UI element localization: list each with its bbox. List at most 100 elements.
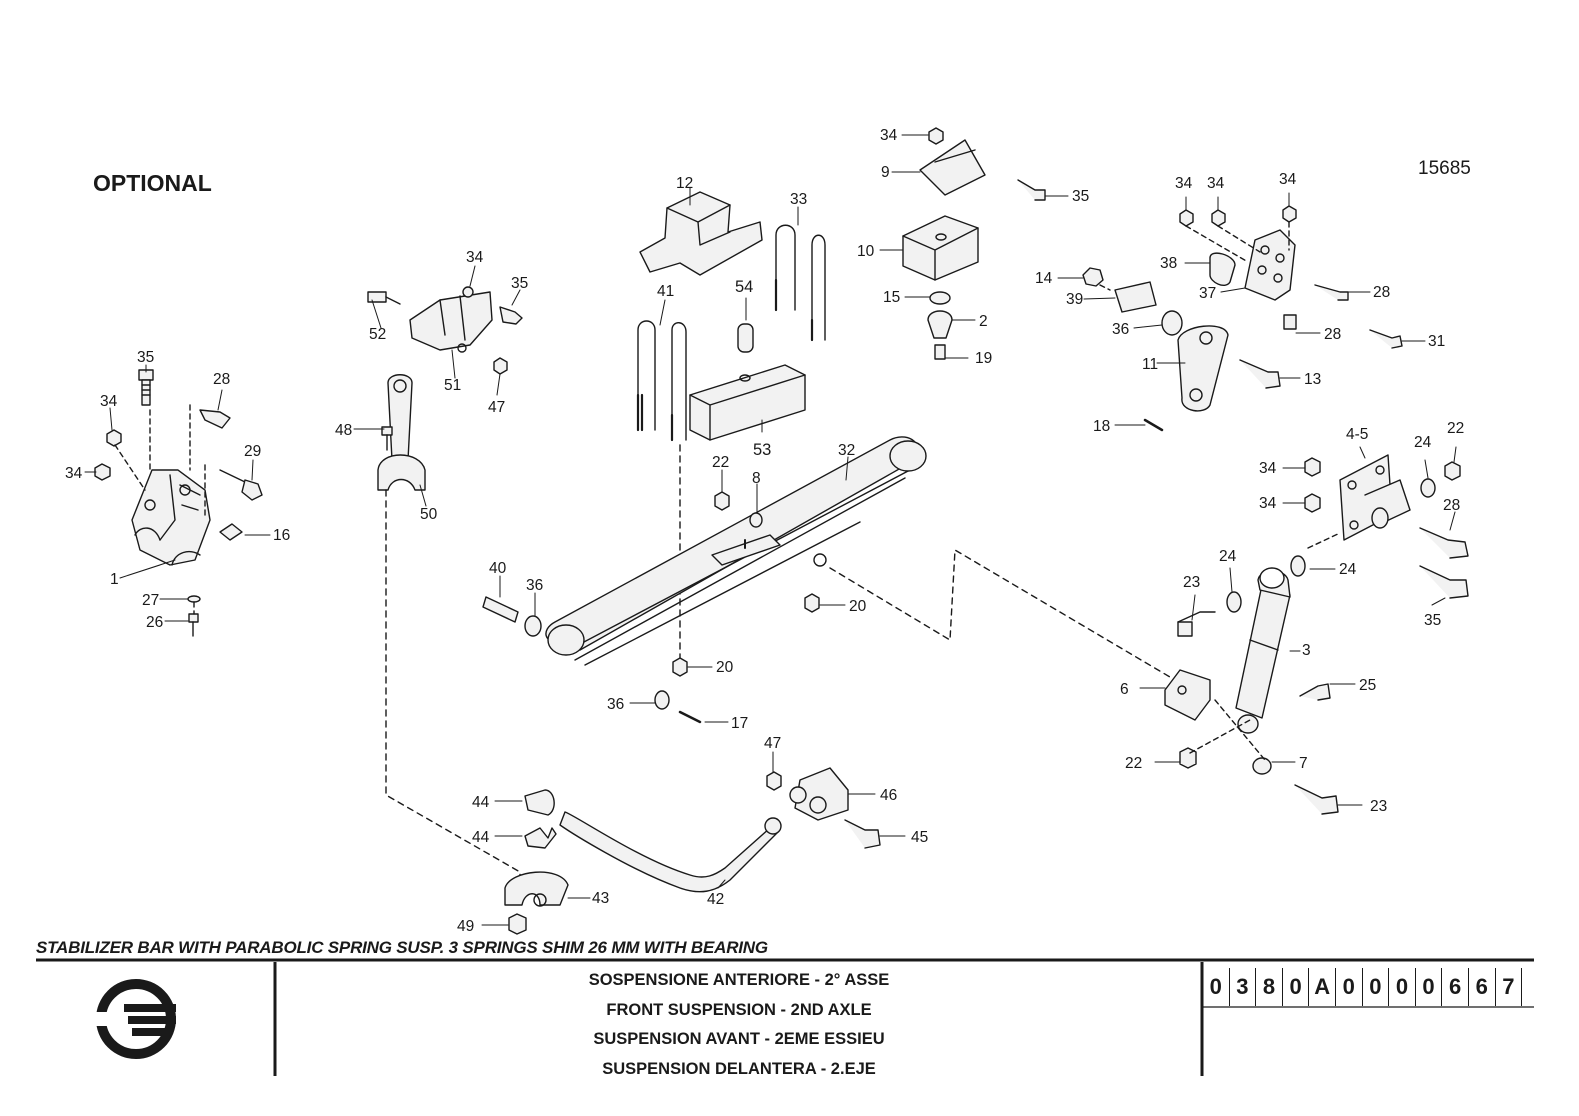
svg-text:54: 54	[735, 278, 753, 296]
svg-text:25: 25	[1359, 677, 1376, 694]
spacer-block-53	[689, 323, 806, 441]
svg-text:51: 51	[444, 377, 461, 394]
part-number-char: 0	[1202, 968, 1230, 1006]
svg-text:28: 28	[1373, 284, 1390, 301]
title-english: FRONT SUSPENSION - 2ND AXLE	[606, 1000, 872, 1019]
svg-text:34: 34	[466, 249, 484, 266]
svg-text:28: 28	[1443, 497, 1460, 514]
svg-text:24: 24	[1414, 434, 1432, 451]
svg-text:34: 34	[880, 127, 898, 144]
part-number-char: 0	[1389, 968, 1416, 1006]
leaf-spring-32	[545, 436, 1176, 681]
svg-text:36: 36	[607, 696, 624, 713]
svg-text:34: 34	[1259, 495, 1277, 512]
svg-text:28: 28	[213, 371, 230, 388]
svg-text:3: 3	[1302, 642, 1311, 659]
svg-text:4-5: 4-5	[1346, 426, 1368, 443]
svg-text:12: 12	[676, 175, 693, 192]
svg-text:6: 6	[1120, 681, 1129, 698]
part-number-char: 0	[1416, 968, 1443, 1006]
drawing-caption: STABILIZER BAR WITH PARABOLIC SPRING SUS…	[36, 938, 768, 957]
svg-text:24: 24	[1219, 548, 1237, 565]
svg-text:52: 52	[369, 326, 386, 343]
part-number-char: 0	[1283, 968, 1310, 1006]
svg-text:23: 23	[1183, 574, 1200, 591]
svg-text:28: 28	[1324, 326, 1341, 343]
svg-text:36: 36	[1112, 321, 1129, 338]
svg-text:34: 34	[1259, 460, 1277, 477]
svg-text:44: 44	[472, 794, 490, 811]
svg-text:18: 18	[1093, 418, 1110, 435]
svg-text:34: 34	[1279, 171, 1297, 188]
svg-text:35: 35	[511, 275, 528, 292]
svg-text:11: 11	[1142, 356, 1158, 373]
svg-text:47: 47	[764, 735, 781, 752]
svg-text:49: 49	[457, 918, 474, 935]
svg-text:47: 47	[488, 399, 505, 416]
stabilizer-bar-42	[504, 767, 881, 935]
title-block-titles: SOSPENSIONE ANTERIORE - 2° ASSE FRONT SU…	[277, 966, 1201, 1084]
u-bolts	[636, 224, 826, 661]
svg-text:15: 15	[883, 289, 900, 306]
svg-text:46: 46	[880, 787, 897, 804]
svg-text:26: 26	[146, 614, 163, 631]
svg-text:40: 40	[489, 560, 507, 577]
svg-text:39: 39	[1066, 291, 1083, 308]
svg-text:34: 34	[100, 393, 118, 410]
svg-text:20: 20	[716, 659, 734, 676]
spring-hardware	[482, 491, 820, 724]
svg-text:24: 24	[1339, 561, 1357, 578]
svg-text:9: 9	[881, 164, 890, 181]
svg-text:2: 2	[979, 313, 988, 330]
part-number-char: A	[1309, 968, 1336, 1006]
svg-text:36: 36	[526, 577, 543, 594]
svg-text:22: 22	[712, 454, 729, 471]
svg-text:41: 41	[657, 283, 674, 300]
svg-text:33: 33	[790, 191, 807, 208]
left-bracket-assembly	[94, 369, 263, 637]
svg-text:45: 45	[911, 829, 928, 846]
svg-text:31: 31	[1428, 333, 1445, 350]
title-block-frame	[36, 958, 1534, 1076]
svg-text:7: 7	[1299, 755, 1308, 772]
svg-text:16: 16	[273, 527, 290, 544]
axle-bracket-12	[639, 191, 763, 276]
svg-text:13: 13	[1304, 371, 1321, 388]
svg-text:22: 22	[1125, 755, 1142, 772]
svg-text:37: 37	[1199, 285, 1216, 302]
svg-text:53: 53	[753, 441, 771, 459]
callout-leaders	[84, 134, 1457, 926]
svg-text:20: 20	[849, 598, 867, 615]
part-number-char: 8	[1256, 968, 1283, 1006]
part-number-char: 6	[1442, 968, 1469, 1006]
title-spanish: SUSPENSION DELANTERA - 2.EJE	[602, 1059, 876, 1078]
svg-text:38: 38	[1160, 255, 1177, 272]
svg-text:27: 27	[142, 592, 159, 609]
svg-text:19: 19	[975, 350, 992, 367]
svg-text:50: 50	[420, 506, 438, 523]
svg-text:23: 23	[1370, 798, 1387, 815]
svg-text:1: 1	[110, 571, 119, 588]
svg-text:14: 14	[1035, 270, 1053, 287]
part-number-char: 0	[1363, 968, 1390, 1006]
bump-stop-assembly	[902, 127, 1046, 360]
svg-text:34: 34	[65, 465, 83, 482]
svg-text:43: 43	[592, 890, 609, 907]
svg-text:44: 44	[472, 829, 490, 846]
svg-text:34: 34	[1207, 175, 1225, 192]
svg-text:35: 35	[1424, 612, 1441, 629]
part-number-char: 6	[1469, 968, 1496, 1006]
svg-text:35: 35	[1072, 188, 1089, 205]
title-french: SUSPENSION AVANT - 2EME ESSIEU	[593, 1030, 885, 1048]
part-number-cells: 0 3 8 0 A 0 0 0 0 6 6 7	[1202, 968, 1523, 1008]
svg-text:8: 8	[752, 470, 761, 487]
title-italian: SOSPENSIONE ANTERIORE - 2° ASSE	[588, 971, 890, 989]
svg-text:17: 17	[731, 715, 748, 732]
svg-text:29: 29	[244, 443, 261, 460]
part-number-char: 7	[1496, 968, 1523, 1006]
shock-absorber-assembly	[1164, 454, 1469, 815]
part-number-char: 3	[1230, 968, 1257, 1006]
svg-text:22: 22	[1447, 420, 1464, 437]
